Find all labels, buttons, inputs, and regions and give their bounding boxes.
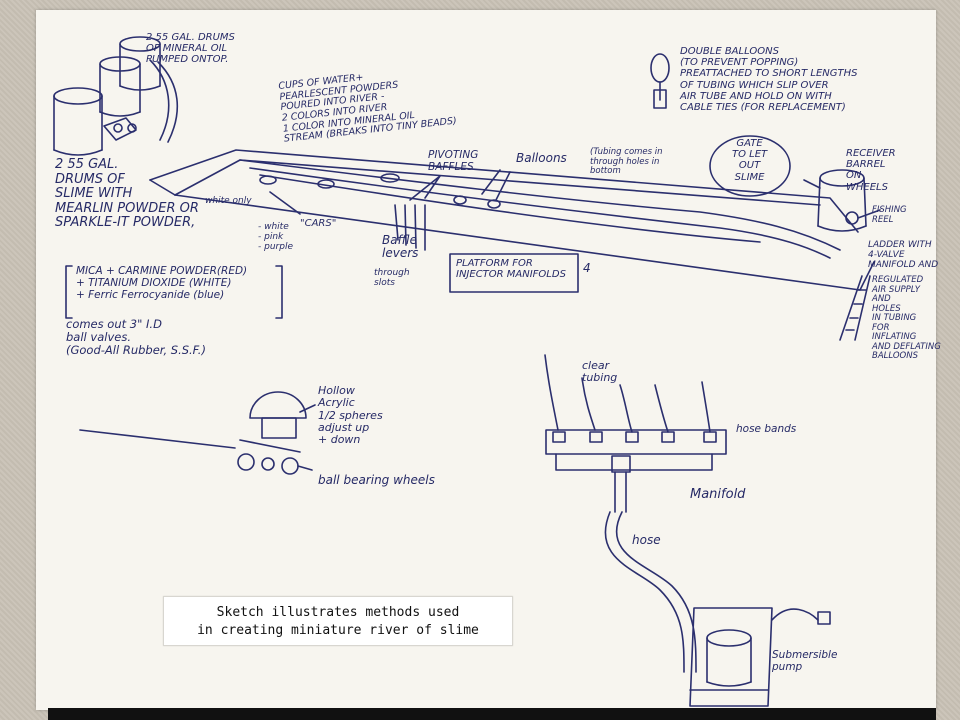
caption-box: Sketch illustrates methods used in creat…: [163, 596, 513, 646]
label-mica: MICA + CARMINE POWDER(RED) + TITANIUM DI…: [76, 265, 248, 301]
label-platform-number: 4: [583, 261, 591, 275]
gate-outline: [709, 135, 791, 197]
car-drawing: [79, 391, 316, 475]
label-tubing-comes: (Tubing comes in through holes in bottom: [590, 147, 663, 177]
label-receiver-barrel: RECEIVER BARREL ON WHEELS: [846, 148, 896, 193]
label-manifold: Manifold: [690, 487, 746, 502]
manifold-drawing: [544, 354, 727, 673]
label-clear-tubing: clear tubing: [582, 359, 618, 385]
label-double-balloons: DOUBLE BALLOONS (TO PREVENT POPPING) PRE…: [680, 46, 858, 113]
label-platform: PLATFORM FOR INJECTOR MANIFOLDS: [456, 258, 566, 281]
label-baffle-levers: Baffle levers: [382, 233, 419, 261]
label-fishing-reel: FISHING REEL: [872, 205, 907, 225]
oil-drums-drawing: [53, 36, 179, 156]
river-channel-drawing: [149, 149, 875, 291]
label-pivoting-baffles: PIVOTING BAFFLES: [428, 149, 479, 173]
platform-outline: [449, 253, 579, 293]
label-cars: "CARS": [300, 218, 337, 229]
label-hollow-acrylic: Hollow Acrylic 1/2 spheres adjust up + d…: [318, 384, 383, 447]
photo-bottom-edge: [48, 708, 936, 720]
caption-line-1: Sketch illustrates methods used: [216, 605, 460, 620]
label-ball-bearing: ball bearing wheels: [318, 473, 435, 487]
label-hose-bands: hose bands: [736, 423, 797, 435]
sketch-paper: [36, 10, 936, 710]
mica-bracket: [65, 265, 73, 319]
label-regulated-air: REGULATED AIR SUPPLY AND HOLES IN TUBING…: [872, 275, 941, 362]
label-comes-out: comes out 3" I.D ball valves. (Good-All …: [66, 317, 206, 357]
label-through-slots: through slots: [374, 268, 410, 289]
label-hose: hose: [632, 533, 661, 547]
label-white-only: white only: [205, 196, 252, 206]
label-colors: - white - pink - purple: [258, 222, 293, 253]
label-balloons: Balloons: [516, 151, 567, 165]
label-slime-drums: 2 55 GAL. DRUMS OF SLIME WITH MEARLIN PO…: [55, 157, 199, 231]
label-submersible-pump: Submersible pump: [772, 649, 838, 673]
label-ladder: LADDER WITH 4-VALVE MANIFOLD AND: [868, 240, 939, 271]
pump-drawing: [689, 607, 831, 707]
label-oil-drums: 2 55 GAL. DRUMS OF MINERAL OIL PUMPED ON…: [146, 32, 235, 66]
receiver-barrel-drawing: [817, 169, 881, 232]
caption-line-2: in creating miniature river of slime: [197, 623, 479, 638]
ladder-drawing: [839, 275, 871, 341]
double-balloon-drawing: [650, 53, 670, 109]
label-gate: GATE TO LET OUT SLIME: [732, 138, 768, 183]
